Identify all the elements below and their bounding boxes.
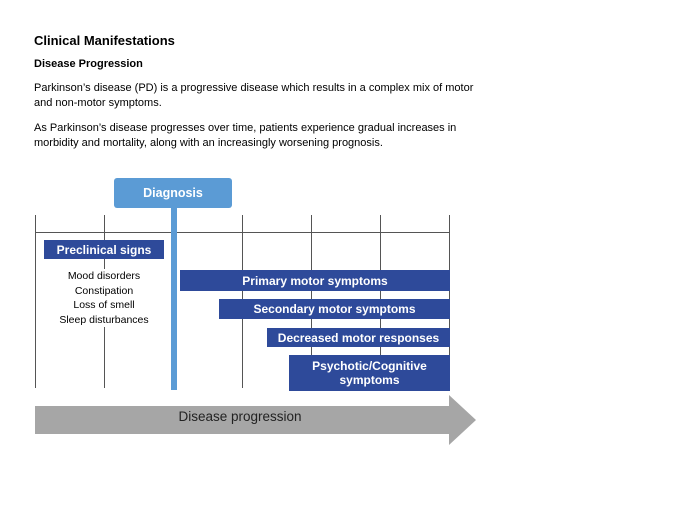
- intro-paragraph: Parkinson’s disease (PD) is a progressiv…: [34, 82, 474, 109]
- list-item: Loss of smell: [73, 299, 135, 311]
- list-item: Constipation: [74, 284, 134, 297]
- preclinical-signs-list: Mood disorders Constipation Loss of smel…: [44, 269, 164, 327]
- timeline-tick: [35, 215, 36, 388]
- disease-progression-label: Disease progression: [178, 409, 302, 424]
- secondary-motor-symptoms-bar: Secondary motor symptoms: [219, 299, 450, 319]
- preclinical-signs-label: Preclinical signs: [44, 240, 164, 259]
- page-title: Clinical Manifestations: [34, 33, 175, 48]
- arrow-shape: [35, 395, 476, 445]
- diagnosis-label: Diagnosis: [114, 178, 232, 208]
- section-title: Disease Progression: [34, 58, 143, 70]
- primary-motor-symptoms-bar: Primary motor symptoms: [180, 270, 450, 291]
- list-item: Mood disorders: [67, 270, 141, 282]
- diagnosis-marker-line: [171, 207, 177, 390]
- decreased-motor-responses-bar: Decreased motor responses: [267, 328, 450, 347]
- psychotic-cognitive-label: Psychotic/Cognitive symptoms: [312, 359, 427, 387]
- list-item: Sleep disturbances: [59, 313, 149, 326]
- progression-paragraph: As Parkinson’s disease progresses over t…: [34, 122, 457, 149]
- psychotic-cognitive-symptoms-bar: Psychotic/Cognitive symptoms: [289, 355, 450, 391]
- disease-progression-arrow: [35, 395, 476, 445]
